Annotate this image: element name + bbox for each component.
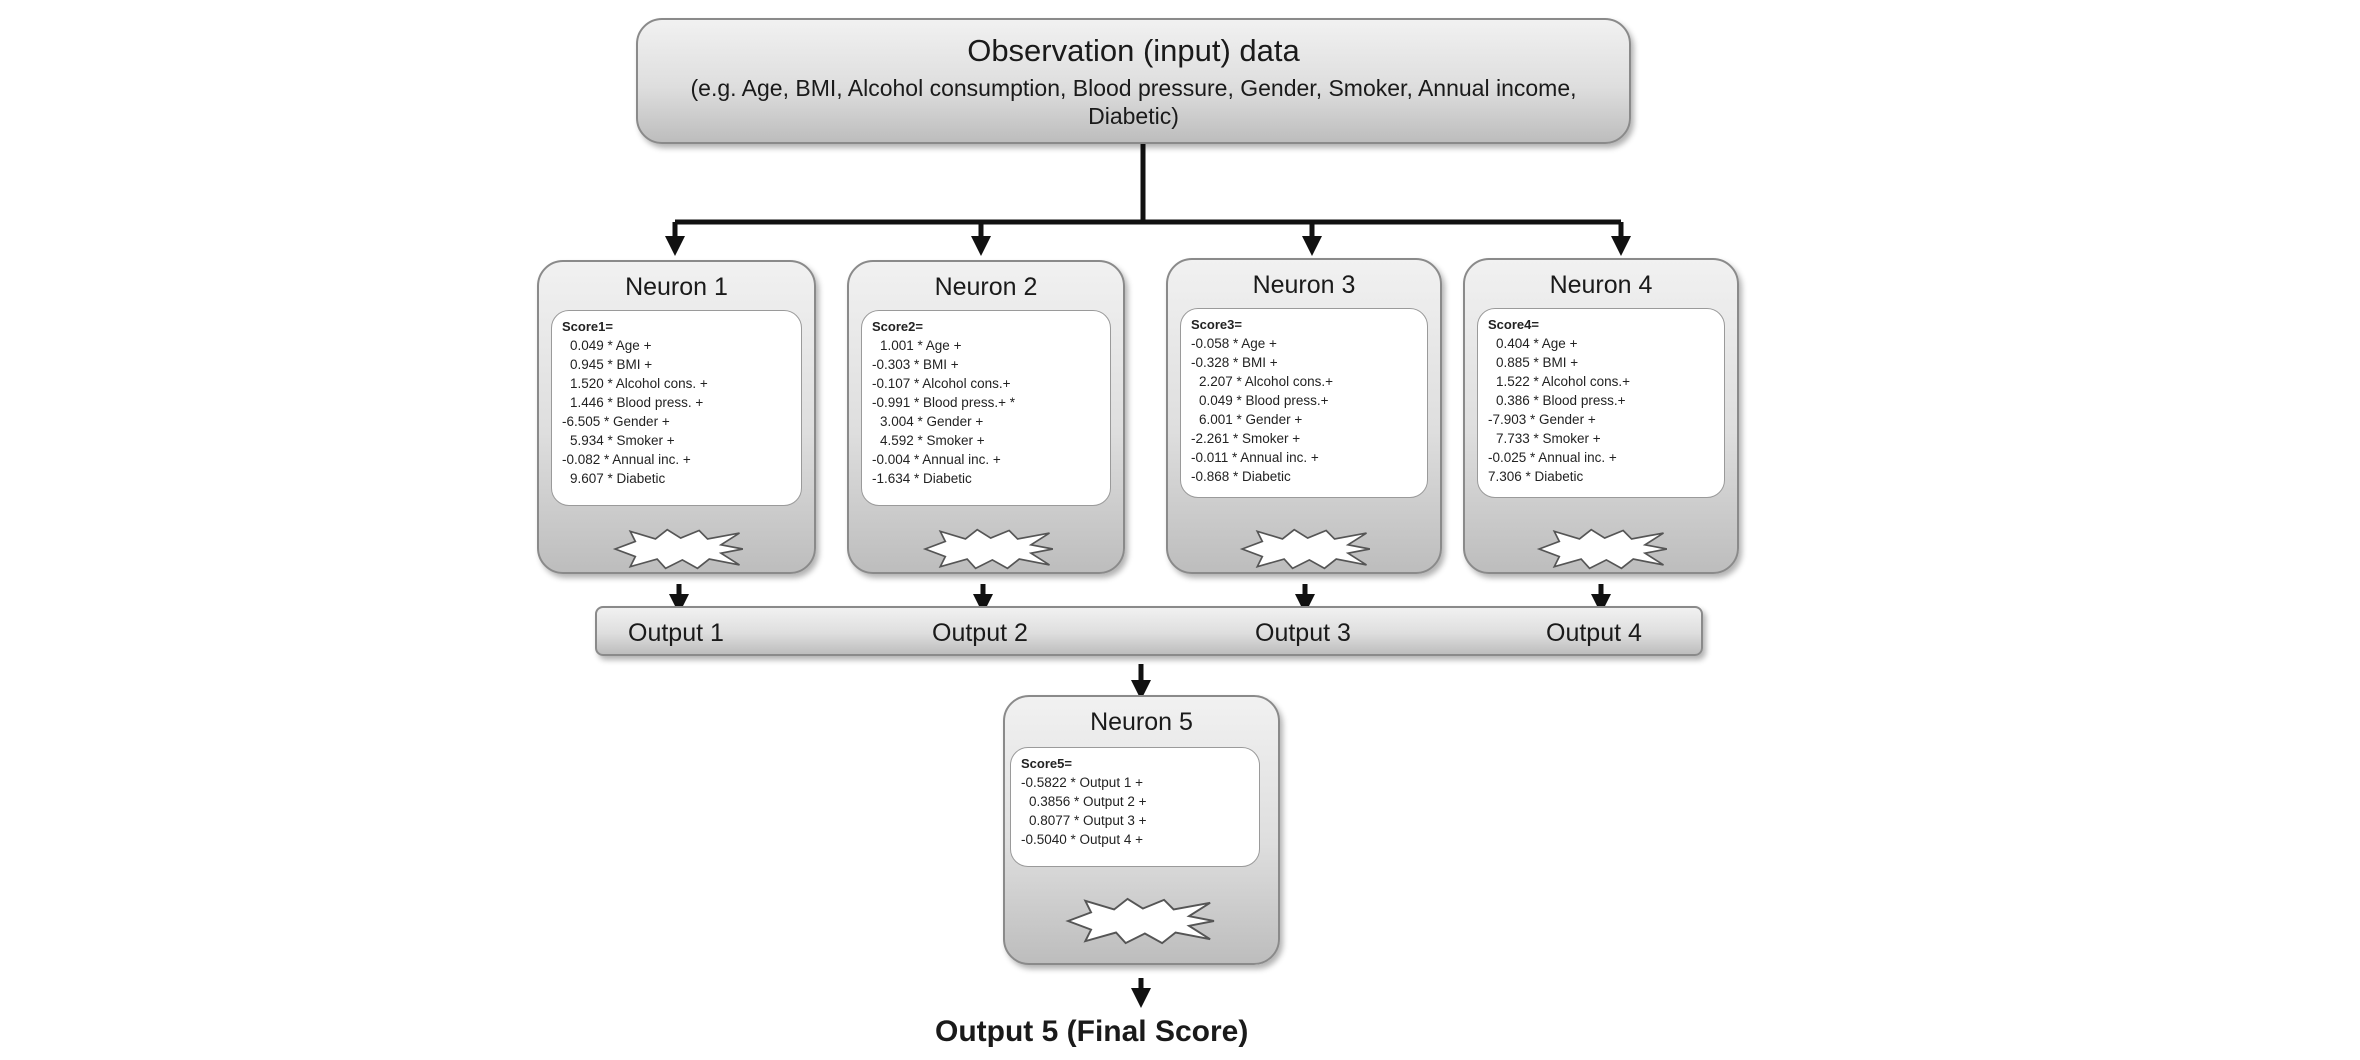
activation-burst-icon (612, 528, 743, 570)
equation-term: 1.446 * Blood press. + (570, 395, 704, 410)
neuron-1-box: Neuron 1 Score1= 0.049 * Age + 0.945 * B… (537, 260, 816, 574)
equation-term: 4.592 * Smoker + (880, 433, 985, 448)
neuron-2-equation: Score2= 1.001 * Age + -0.303 * BMI + -0.… (861, 310, 1111, 506)
equation-term: -6.505 * Gender + (562, 414, 670, 429)
equation-term: 0.945 * BMI + (570, 357, 653, 372)
neuron-5-equation: Score5= -0.5822 * Output 1 + 0.3856 * Ou… (1010, 747, 1260, 867)
equation-term: 0.8077 * Output 3 + (1029, 813, 1147, 828)
equation-term: -0.328 * BMI + (1191, 355, 1278, 370)
equation-term: 2.207 * Alcohol cons.+ (1199, 374, 1333, 389)
neuron-3-title: Neuron 3 (1252, 271, 1356, 299)
score-5-label: Score5= (1021, 756, 1072, 771)
equation-term: 0.885 * BMI + (1496, 355, 1579, 370)
equation-term: 0.386 * Blood press.+ (1496, 393, 1626, 408)
score-2-label: Score2= (872, 319, 923, 334)
equation-term: -0.868 * Diabetic (1191, 469, 1291, 484)
equation-term: -0.004 * Annual inc. + (872, 452, 1001, 467)
input-subtitle: (e.g. Age, BMI, Alcohol consumption, Blo… (690, 75, 1577, 129)
output-4-label: Output 4 (1546, 619, 1642, 647)
activation-burst-icon (922, 528, 1053, 570)
equation-term: 0.3856 * Output 2 + (1029, 794, 1147, 809)
equation-term: -0.303 * BMI + (872, 357, 959, 372)
neuron-4-title: Neuron 4 (1549, 271, 1653, 299)
equation-term: -1.634 * Diabetic (872, 471, 972, 486)
equation-term: 7.733 * Smoker + (1496, 431, 1601, 446)
neuron-1-title: Neuron 1 (625, 273, 728, 301)
equation-term: 9.607 * Diabetic (570, 471, 666, 486)
equation-term: 0.049 * Blood press.+ (1199, 393, 1329, 408)
score-4-label: Score4= (1488, 317, 1539, 332)
neuron-4-equation: Score4= 0.404 * Age + 0.885 * BMI + 1.52… (1477, 308, 1725, 498)
neuron-3-equation: Score3= -0.058 * Age + -0.328 * BMI + 2.… (1180, 308, 1428, 498)
equation-term: -2.261 * Smoker + (1191, 431, 1301, 446)
output-3-label: Output 3 (1255, 619, 1351, 647)
equation-term: 1.522 * Alcohol cons.+ (1496, 374, 1630, 389)
equation-term: 5.934 * Smoker + (570, 433, 675, 448)
score-3-label: Score3= (1191, 317, 1242, 332)
equation-term: 6.001 * Gender + (1199, 412, 1303, 427)
neuron-1-equation: Score1= 0.049 * Age + 0.945 * BMI + 1.52… (551, 310, 802, 506)
neuron-4-box: Neuron 4 Score4= 0.404 * Age + 0.885 * B… (1463, 258, 1739, 574)
equation-term: -0.025 * Annual inc. + (1488, 450, 1617, 465)
equation-term: -0.011 * Annual inc. + (1191, 450, 1319, 465)
equation-term: -0.5822 * Output 1 + (1021, 775, 1143, 790)
neuron-5-title: Neuron 5 (1090, 708, 1193, 736)
activation-burst-icon (1239, 528, 1370, 570)
equation-term: 0.404 * Age + (1496, 336, 1578, 351)
score-1-label: Score1= (562, 319, 613, 334)
equation-term: -0.991 * Blood press.+ * (872, 395, 1015, 410)
neuron-2-box: Neuron 2 Score2= 1.001 * Age + -0.303 * … (847, 260, 1125, 574)
equation-term: 7.306 * Diabetic (1488, 469, 1584, 484)
equation-term: -7.903 * Gender + (1488, 412, 1596, 427)
equation-term: 3.004 * Gender + (880, 414, 984, 429)
equation-term: 1.001 * Age + (880, 338, 962, 353)
activation-burst-icon (1065, 897, 1215, 945)
output-1-label: Output 1 (628, 619, 724, 647)
activation-burst-icon (1536, 528, 1667, 570)
equation-term: -0.5040 * Output 4 + (1021, 832, 1143, 847)
outputs-bar: Output 1 Output 2 Output 3 Output 4 (595, 606, 1703, 656)
neuron-2-title: Neuron 2 (934, 273, 1038, 301)
final-output-label: Output 5 (Final Score) (935, 1015, 1249, 1048)
equation-term: -0.058 * Age + (1191, 336, 1277, 351)
equation-term: -0.082 * Annual inc. + (562, 452, 691, 467)
output-2-label: Output 2 (932, 619, 1028, 647)
input-title: Observation (input) data (967, 33, 1300, 68)
input-data-box: Observation (input) data (e.g. Age, BMI,… (636, 18, 1631, 144)
equation-term: -0.107 * Alcohol cons.+ (872, 376, 1011, 391)
neuron-5-box: Neuron 5 Score5= -0.5822 * Output 1 + 0.… (1003, 695, 1280, 965)
neuron-3-box: Neuron 3 Score3= -0.058 * Age + -0.328 *… (1166, 258, 1442, 574)
equation-term: 0.049 * Age + (570, 338, 652, 353)
equation-term: 1.520 * Alcohol cons. + (570, 376, 708, 391)
